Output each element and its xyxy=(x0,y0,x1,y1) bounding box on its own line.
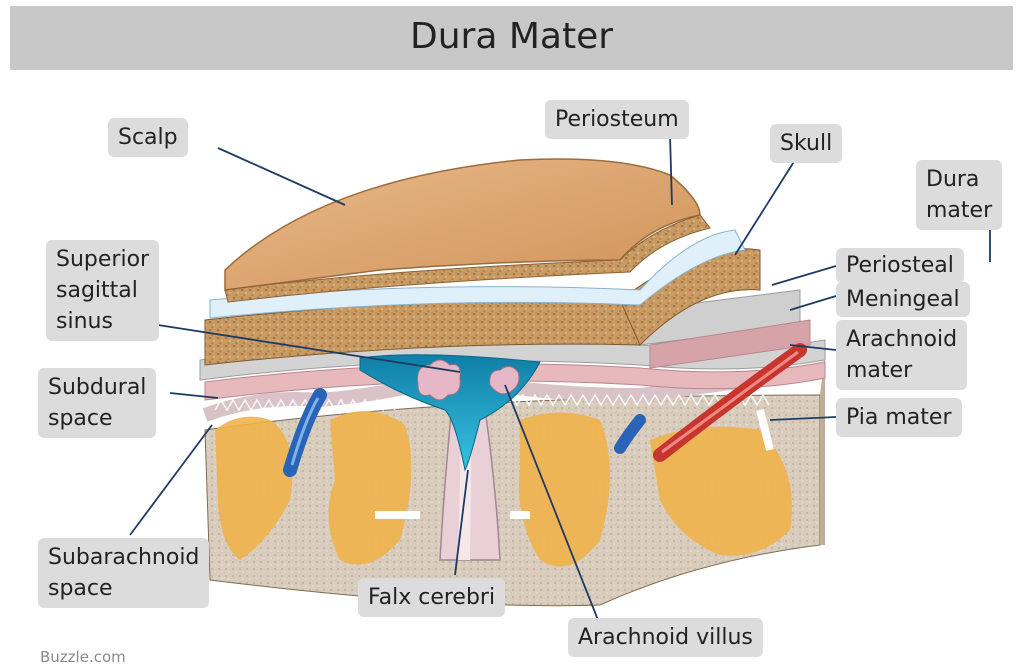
label-falx-cerebri: Falx cerebri xyxy=(358,578,505,617)
label-subarachnoid-space: Subarachnoid space xyxy=(38,538,209,608)
label-meningeal: Meningeal xyxy=(836,282,970,317)
label-periosteal: Periosteal xyxy=(836,248,964,283)
watermark: Buzzle.com xyxy=(40,648,126,666)
label-scalp: Scalp xyxy=(108,118,188,157)
label-subdural-space: Subdural space xyxy=(38,368,156,438)
brain-block-side xyxy=(820,355,825,545)
label-skull: Skull xyxy=(770,124,842,163)
label-pia-mater: Pia mater xyxy=(836,398,962,437)
leader-skull xyxy=(735,160,795,255)
leader-subarachnoid-space xyxy=(130,425,212,535)
label-arachnoid-villus: Arachnoid villus xyxy=(568,618,763,657)
cortex-orange-3 xyxy=(519,413,610,567)
label-arachnoid-mater: Arachnoid mater xyxy=(836,320,967,390)
leader-scalp xyxy=(218,148,345,205)
label-dura-mater: Dura mater xyxy=(916,160,1002,230)
leader-periosteal xyxy=(772,266,836,285)
label-periosteum: Periosteum xyxy=(545,100,689,139)
label-superior-sagittal-sinus: Superior sagittal sinus xyxy=(46,240,159,341)
